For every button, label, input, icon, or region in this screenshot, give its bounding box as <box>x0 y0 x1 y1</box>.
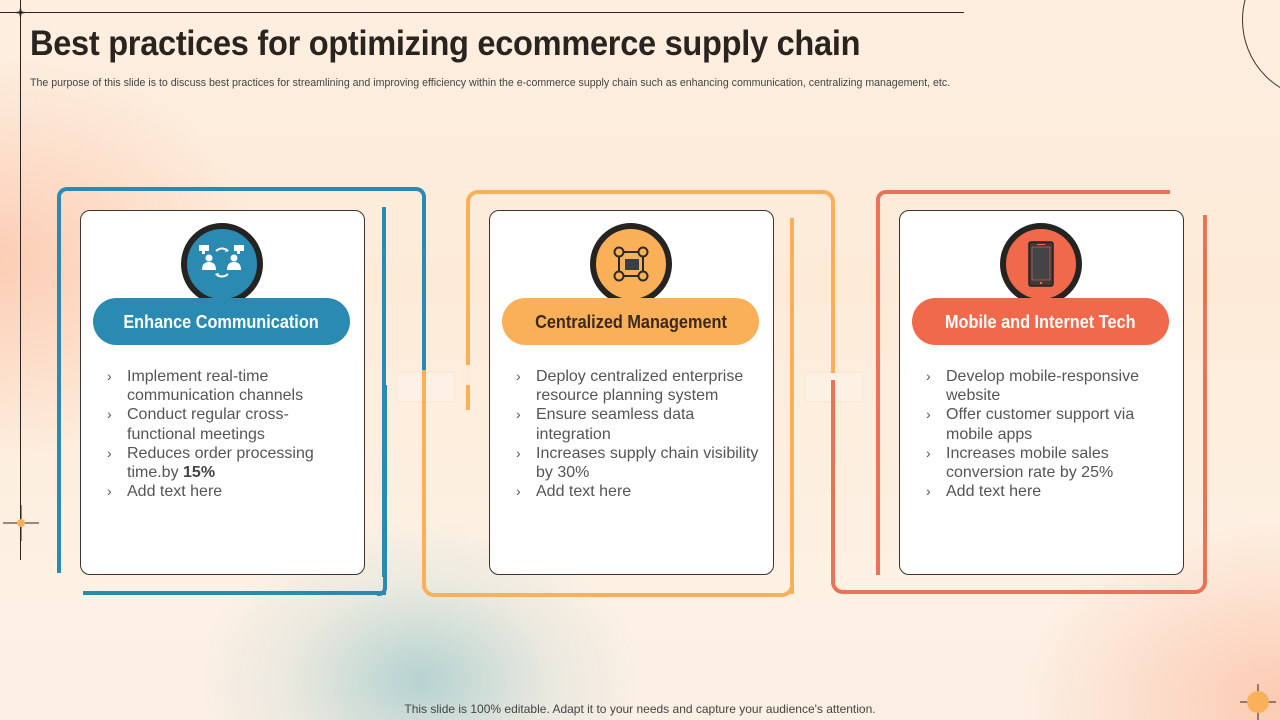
icon-badge <box>1000 223 1082 305</box>
bullet-list: ›Implement real-time communication chann… <box>107 367 357 501</box>
chevron-right-icon: › <box>107 444 112 461</box>
chevron-right-icon: › <box>516 406 521 423</box>
communication-people-icon <box>199 245 244 278</box>
bullet-item: ›Implement real-time communication chann… <box>107 368 304 405</box>
practice-card-mobile: Mobile and Internet Tech ›Develop mobile… <box>831 185 1280 605</box>
bullet-item: ›Offer customer support via mobile apps <box>926 406 1135 443</box>
left-rule-line <box>20 0 21 560</box>
chevron-right-icon: › <box>107 406 112 423</box>
chevron-right-icon: › <box>107 368 112 384</box>
bullet-item: ›Add text here <box>107 483 223 501</box>
card-heading-pill: Mobile and Internet Tech <box>912 298 1169 345</box>
bullet-item: ›Deploy centralized enterprise resource … <box>516 368 744 405</box>
practice-card-communication: Enhance Communication ›Implement real-ti… <box>57 185 477 605</box>
card-heading: Centralized Management <box>534 310 727 332</box>
bullet-item: ›Increases supply chain visibility by 30… <box>516 444 759 482</box>
top-rule-line <box>0 12 964 13</box>
bullet-item: ›Add text here <box>516 483 632 501</box>
chevron-right-icon: › <box>516 483 521 500</box>
chevron-right-icon: › <box>926 406 931 423</box>
sun-dot-icon <box>1240 684 1276 720</box>
card-frame-right-bar <box>1203 215 1207 395</box>
bullet-item: ›Develop mobile-responsive website <box>926 368 1139 405</box>
footer-note: This slide is 100% editable. Adapt it to… <box>404 702 876 716</box>
practice-card-management: Centralized Management ›Deploy centraliz… <box>422 185 886 605</box>
network-hub-icon <box>613 246 649 282</box>
icon-badge <box>590 223 672 305</box>
icon-badge <box>181 223 263 305</box>
card-frame-inner-bar <box>790 218 794 594</box>
bullet-list: ›Develop mobile-responsive website ›Offe… <box>926 367 1176 501</box>
card-frame-bottom <box>831 380 1207 594</box>
chevron-right-icon: › <box>516 444 521 461</box>
page-title: Best practices for optimizing ecommerce … <box>30 24 861 63</box>
bullet-item: ›Reduces order processing time.by 15% <box>107 444 314 482</box>
corner-arc-decoration <box>1242 0 1280 100</box>
card-frame-inner-bar <box>382 207 386 577</box>
card-heading: Mobile and Internet Tech <box>945 310 1136 332</box>
card-heading-pill: Centralized Management <box>502 298 759 345</box>
smartphone-icon <box>1028 241 1054 287</box>
card-frame-top <box>876 190 1170 575</box>
bullet-item: ›Increases mobile sales conversion rate … <box>926 444 1114 482</box>
chevron-right-icon: › <box>107 483 112 500</box>
chevron-right-icon: › <box>516 368 521 384</box>
card-frame-bottom-bar <box>83 591 386 595</box>
page-subtitle: The purpose of this slide is to discuss … <box>30 77 951 89</box>
chevron-right-icon: › <box>926 483 931 500</box>
card-body: Centralized Management ›Deploy centraliz… <box>489 210 774 575</box>
crosshair-dot-icon <box>3 505 39 541</box>
highlight-value: 15% <box>183 464 216 482</box>
card-frame-top <box>466 190 835 410</box>
chevron-right-icon: › <box>926 368 931 384</box>
card-heading-pill: Enhance Communication <box>93 298 350 345</box>
frame-gap <box>466 365 470 385</box>
chevron-right-icon: › <box>926 444 931 461</box>
bullet-item: ›Ensure seamless data integration <box>516 406 695 443</box>
card-body: Enhance Communication ›Implement real-ti… <box>80 210 365 575</box>
bullet-item: ›Conduct regular cross-functional meetin… <box>107 406 289 443</box>
sparkle-icon <box>13 5 28 20</box>
card-body: Mobile and Internet Tech ›Develop mobile… <box>899 210 1184 575</box>
card-heading: Enhance Communication <box>123 310 320 332</box>
bullet-list: ›Deploy centralized enterprise resource … <box>516 367 766 501</box>
bullet-item: ›Add text here <box>926 483 1042 501</box>
